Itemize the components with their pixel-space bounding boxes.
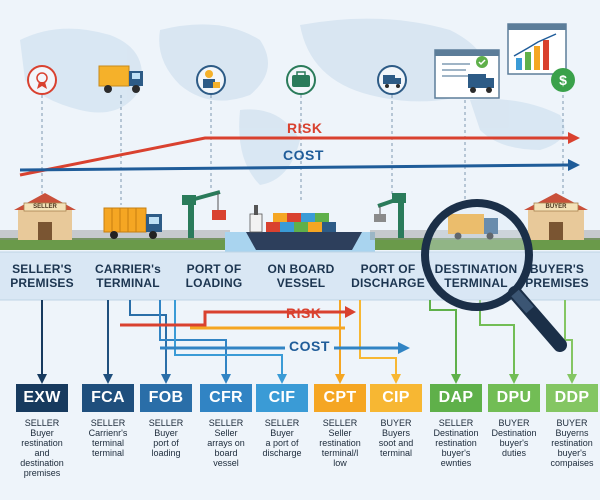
term-connectors — [37, 300, 577, 384]
term-box-cfr[interactable]: CFR — [200, 384, 252, 412]
magnifying-glass-icon — [421, 199, 567, 352]
stage-on-board-vessel: ON BOARD VESSEL — [256, 262, 346, 290]
worker-icon — [196, 65, 226, 95]
middle-risk-label: RISK — [286, 305, 322, 321]
top-cost-arrow — [19, 159, 580, 172]
certificate-icon — [27, 65, 57, 95]
stage-seller-premises: SELLER'S PREMISES — [0, 262, 87, 290]
term-description-fca: SELLER Carrienr's terminal terminal — [88, 418, 128, 458]
stage-port-of-loading: PORT OF LOADING — [169, 262, 259, 290]
stage-buyer-premises: BUYER'S PREMISES — [512, 262, 600, 290]
stage-label-text: PORT OF LOADING — [185, 262, 243, 290]
term-description-dpu: BUYER Destination buyer's duties — [491, 418, 537, 458]
container-truck-icon — [103, 207, 162, 239]
suitcase-icon — [286, 65, 316, 95]
dollar-icon: $ — [551, 68, 575, 92]
destination-truck-icon — [448, 214, 498, 240]
stage-destination-terminal: DESTINATION TERMINAL — [431, 262, 521, 290]
stage-band — [0, 252, 600, 300]
stage-label-text: DESTINATION TERMINAL — [434, 262, 518, 290]
term-box-cip[interactable]: CIP — [370, 384, 422, 412]
term-description-dap: SELLER Destination restination buyer's e… — [433, 418, 479, 468]
term-description-cip: BUYER Buyers soot and terminal — [378, 418, 414, 458]
term-box-exw[interactable]: EXW — [16, 384, 68, 412]
term-description-cpt: SELLER Seller restination terminal/l low — [319, 418, 361, 468]
discharge-crane-icon — [374, 193, 406, 238]
term-box-dpu[interactable]: DPU — [488, 384, 540, 412]
loading-crane-icon — [182, 190, 226, 238]
term-description-exw: SELLER Buyer restination and destination… — [20, 418, 64, 478]
buyer-sign-label: BUYER — [545, 204, 567, 210]
stage-label-text: PORT OF DISCHARGE — [351, 262, 425, 290]
term-box-cif[interactable]: CIF — [256, 384, 308, 412]
stage-label-text: BUYER'S PREMISES — [525, 262, 589, 290]
stage-label-text: CARRIER's TERMINAL — [95, 262, 161, 290]
stage-port-of-discharge: PORT OF DISCHARGE — [343, 262, 433, 290]
truck-icon — [98, 65, 143, 93]
buyer-warehouse-icon — [524, 193, 588, 240]
stage-carrier-terminal: CARRIER's TERMINAL — [83, 262, 173, 290]
middle-cost-label: COST — [285, 338, 334, 354]
term-box-fca[interactable]: FCA — [82, 384, 134, 412]
middle-risk-arrow — [120, 306, 356, 330]
top-cost-label: COST — [283, 147, 324, 163]
delivery-truck-icon — [377, 65, 407, 95]
top-icons: $ — [27, 23, 575, 99]
seller-warehouse-icon — [14, 193, 76, 240]
growth-chart-icon — [507, 23, 567, 75]
middle-cost-arrow — [160, 342, 410, 354]
stage-label-text: SELLER'S PREMISES — [10, 262, 74, 290]
transport-scene — [0, 190, 600, 252]
term-description-fob: SELLER Buyer port of loading — [148, 418, 184, 458]
top-risk-arrow — [19, 132, 580, 177]
term-box-ddp[interactable]: DDP — [546, 384, 598, 412]
term-box-cpt[interactable]: CPT — [314, 384, 366, 412]
container-ship-icon — [246, 205, 362, 250]
document-screen-icon — [434, 49, 500, 99]
term-description-ddp: BUYER Buyerns restination buyer's compai… — [550, 418, 594, 468]
stage-label-text: ON BOARD VESSEL — [267, 262, 335, 290]
seller-sign-label: SELLER — [33, 204, 57, 210]
top-risk-label: RISK — [287, 120, 323, 136]
term-box-dap[interactable]: DAP — [430, 384, 482, 412]
term-box-fob[interactable]: FOB — [140, 384, 192, 412]
top-dashed-guides — [41, 95, 564, 205]
term-description-cif: SELLER Buyer a port of discharge — [262, 418, 302, 458]
svg-text:$: $ — [559, 72, 567, 88]
term-description-cfr: SELLER Seller arrays on board vessel — [207, 418, 245, 468]
